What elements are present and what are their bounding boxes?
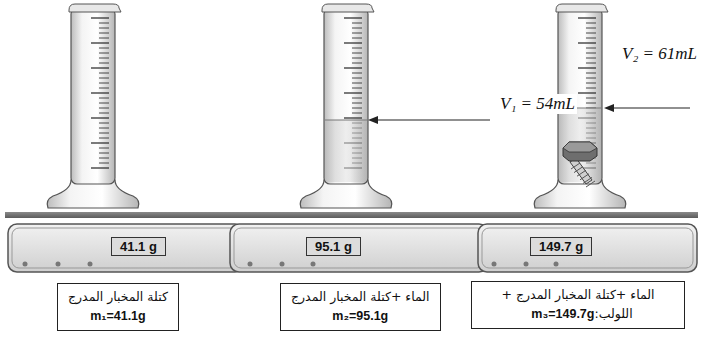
water xyxy=(325,120,367,182)
mass-value: m₃=149.7g xyxy=(531,305,594,324)
caption-box: الماء +كتلة المخبار المدرج + اللولب:m₃=1… xyxy=(471,281,685,329)
node-text: 149.7 g xyxy=(539,239,583,254)
node-text: كتلة المخبار المدرج xyxy=(68,288,168,307)
bolt xyxy=(563,142,597,187)
volume-label: V₁ = 54mL xyxy=(498,94,577,114)
mass-value: m₁=41.1g xyxy=(68,307,168,326)
node-text: الماء +كتلة المخبار المدرج xyxy=(291,288,430,307)
balance-display: 41.1 g xyxy=(111,237,166,256)
node-text: 95.1 g xyxy=(315,239,352,254)
balance xyxy=(470,212,698,272)
graduated-cylinder xyxy=(47,4,139,208)
balance-display: 149.7 g xyxy=(530,237,592,256)
node-text: 41.1 g xyxy=(120,239,157,254)
balance xyxy=(5,212,245,272)
graduated-cylinder xyxy=(300,4,392,208)
caption-box: الماء +كتلة المخبار المدرجm₂=95.1g xyxy=(280,283,441,331)
caption-box: كتلة المخبار المدرجm₁=41.1g xyxy=(57,283,179,331)
volume-label: V₂ = 61mL xyxy=(620,44,699,64)
balance xyxy=(230,212,490,272)
balance-display: 95.1 g xyxy=(306,237,361,256)
mass-value: m₂=95.1g xyxy=(291,307,430,326)
